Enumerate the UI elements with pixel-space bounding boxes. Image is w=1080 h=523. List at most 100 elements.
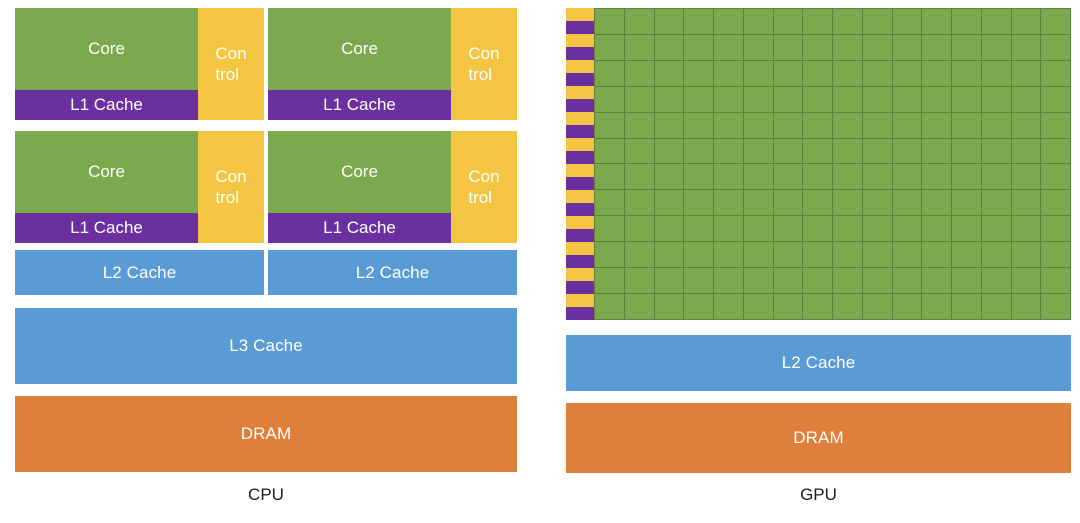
gpu-core-cell[interactable]: [981, 190, 1011, 216]
gpu-core-cell[interactable]: [892, 190, 922, 216]
gpu-control-strip[interactable]: [566, 216, 594, 229]
gpu-core-cell[interactable]: [654, 34, 684, 60]
gpu-core-cell[interactable]: [803, 112, 832, 138]
gpu-core-cell[interactable]: [862, 86, 892, 112]
gpu-l1-cache-strip[interactable]: [566, 21, 594, 34]
gpu-core-cell[interactable]: [773, 190, 803, 216]
gpu-core-cell[interactable]: [892, 294, 922, 319]
gpu-core-cell[interactable]: [952, 190, 981, 216]
gpu-core-cell[interactable]: [1041, 216, 1070, 242]
gpu-core-cell[interactable]: [743, 86, 773, 112]
gpu-core-cell[interactable]: [862, 268, 892, 294]
gpu-core-cell[interactable]: [803, 268, 832, 294]
gpu-core-cell[interactable]: [714, 190, 743, 216]
gpu-core-cell[interactable]: [981, 294, 1011, 319]
gpu-core-cell[interactable]: [803, 60, 832, 86]
gpu-l1-cache-strip[interactable]: [566, 281, 594, 294]
cpu-core-group-1[interactable]: Core L1 Cache Con trol: [15, 8, 264, 120]
gpu-l1-cache-strip[interactable]: [566, 307, 594, 320]
gpu-core-cell[interactable]: [862, 34, 892, 60]
cpu-core-group-2[interactable]: Core L1 Cache Con trol: [268, 8, 517, 120]
gpu-control-strip[interactable]: [566, 112, 594, 125]
gpu-core-cell[interactable]: [1011, 242, 1041, 268]
gpu-core-cell[interactable]: [773, 9, 803, 34]
cpu-l1-cache-2[interactable]: L1 Cache: [268, 90, 451, 120]
gpu-core-cell[interactable]: [833, 242, 862, 268]
gpu-core-cell[interactable]: [624, 190, 654, 216]
gpu-core-cell[interactable]: [654, 86, 684, 112]
gpu-core-cell[interactable]: [803, 164, 832, 190]
gpu-core-cell[interactable]: [1041, 138, 1070, 164]
gpu-core-cell[interactable]: [684, 34, 713, 60]
gpu-core-cell[interactable]: [595, 242, 624, 268]
gpu-core-cell[interactable]: [773, 268, 803, 294]
gpu-core-cell[interactable]: [595, 138, 624, 164]
gpu-core-cell[interactable]: [803, 138, 832, 164]
gpu-core-cell[interactable]: [1011, 216, 1041, 242]
gpu-core-cell[interactable]: [714, 34, 743, 60]
gpu-core-cell[interactable]: [862, 112, 892, 138]
cpu-core-1[interactable]: Core: [15, 8, 198, 90]
gpu-core-cell[interactable]: [952, 216, 981, 242]
gpu-core-cell[interactable]: [833, 60, 862, 86]
gpu-core-cell[interactable]: [773, 216, 803, 242]
gpu-core-cell[interactable]: [952, 138, 981, 164]
gpu-core-cell[interactable]: [892, 112, 922, 138]
gpu-core-cell[interactable]: [743, 242, 773, 268]
gpu-core-grid[interactable]: [594, 8, 1071, 320]
gpu-core-cell[interactable]: [981, 138, 1011, 164]
gpu-core-cell[interactable]: [803, 34, 832, 60]
gpu-core-cell[interactable]: [743, 294, 773, 319]
cpu-core-group-4[interactable]: Core L1 Cache Con trol: [268, 131, 517, 243]
gpu-control-strip[interactable]: [566, 8, 594, 21]
gpu-core-cell[interactable]: [743, 9, 773, 34]
gpu-core-cell[interactable]: [981, 268, 1011, 294]
gpu-control-strip[interactable]: [566, 242, 594, 255]
gpu-core-cell[interactable]: [654, 112, 684, 138]
gpu-core-cell[interactable]: [1011, 138, 1041, 164]
gpu-core-cell[interactable]: [922, 60, 951, 86]
gpu-core-cell[interactable]: [892, 242, 922, 268]
gpu-core-cell[interactable]: [654, 138, 684, 164]
gpu-l1-cache-strip[interactable]: [566, 47, 594, 60]
cpu-core-3[interactable]: Core: [15, 131, 198, 213]
gpu-l1-cache-strip[interactable]: [566, 125, 594, 138]
gpu-core-cell[interactable]: [684, 60, 713, 86]
gpu-core-cell[interactable]: [833, 164, 862, 190]
gpu-core-cell[interactable]: [714, 268, 743, 294]
gpu-core-cell[interactable]: [1041, 112, 1070, 138]
gpu-control-strip[interactable]: [566, 164, 594, 177]
gpu-core-cell[interactable]: [922, 86, 951, 112]
gpu-core-cell[interactable]: [1041, 60, 1070, 86]
cpu-control-4[interactable]: Con trol: [451, 131, 517, 243]
gpu-core-cell[interactable]: [773, 294, 803, 319]
gpu-core-cell[interactable]: [833, 112, 862, 138]
gpu-core-cell[interactable]: [833, 86, 862, 112]
gpu-core-cell[interactable]: [1041, 164, 1070, 190]
gpu-core-cell[interactable]: [892, 34, 922, 60]
gpu-l1-cache-strip[interactable]: [566, 203, 594, 216]
gpu-core-cell[interactable]: [773, 34, 803, 60]
gpu-l1-cache-strip[interactable]: [566, 73, 594, 86]
gpu-core-cell[interactable]: [624, 9, 654, 34]
gpu-core-cell[interactable]: [743, 138, 773, 164]
gpu-l1-cache-strip[interactable]: [566, 99, 594, 112]
gpu-core-cell[interactable]: [1041, 242, 1070, 268]
gpu-core-cell[interactable]: [1011, 60, 1041, 86]
gpu-core-cell[interactable]: [654, 190, 684, 216]
gpu-core-cell[interactable]: [684, 86, 713, 112]
cpu-l2-cache-right[interactable]: L2 Cache: [268, 250, 517, 295]
gpu-core-cell[interactable]: [773, 138, 803, 164]
gpu-core-cell[interactable]: [862, 190, 892, 216]
gpu-core-cell[interactable]: [714, 9, 743, 34]
gpu-core-cell[interactable]: [833, 294, 862, 319]
gpu-core-cell[interactable]: [624, 34, 654, 60]
gpu-core-cell[interactable]: [595, 164, 624, 190]
gpu-core-cell[interactable]: [833, 216, 862, 242]
gpu-core-cell[interactable]: [981, 9, 1011, 34]
cpu-l1-cache-3[interactable]: L1 Cache: [15, 213, 198, 243]
gpu-core-cell[interactable]: [892, 60, 922, 86]
gpu-core-cell[interactable]: [624, 112, 654, 138]
gpu-core-cell[interactable]: [952, 242, 981, 268]
cpu-core-2[interactable]: Core: [268, 8, 451, 90]
